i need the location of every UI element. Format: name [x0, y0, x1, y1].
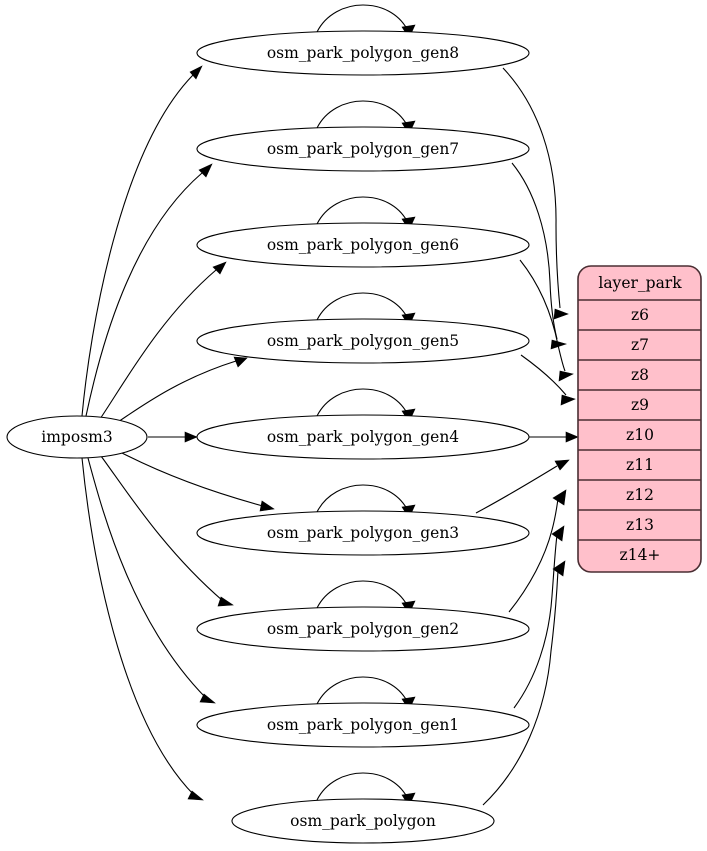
gen3-label: osm_park_polygon_gen3: [267, 524, 459, 542]
node-osm-park-polygon-gen7[interactable]: osm_park_polygon_gen7: [196, 126, 530, 172]
self-loop-gen3: [316, 484, 408, 513]
gen8-ellipse[interactable]: [196, 30, 530, 76]
node-imposm3[interactable]: imposm3: [6, 415, 148, 459]
self-loop-gen2: [316, 580, 408, 609]
table-row-z13[interactable]: z13: [626, 516, 654, 534]
edge-imposm3-to-gen0: [81, 457, 195, 796]
gen4-label: osm_park_polygon_gen4: [267, 428, 459, 446]
table-row-z10[interactable]: z10: [626, 426, 654, 444]
edge-gen2-to-z12: [508, 498, 559, 613]
self-loop-gen8: [316, 4, 408, 33]
gen4-ellipse[interactable]: [196, 414, 530, 460]
edge-gen7-to-z7: [511, 162, 558, 340]
self-loop-gen5: [316, 292, 408, 321]
edge-gen6-to-z8: [519, 259, 566, 372]
edge-gen3-to-z11: [475, 465, 558, 514]
gen3-ellipse[interactable]: [196, 510, 530, 556]
self-loop-gen7: [316, 100, 408, 129]
node-osm-park-polygon-gen2[interactable]: osm_park_polygon_gen2: [196, 606, 530, 652]
self-loop-gen0: [316, 772, 408, 801]
node-osm-park-polygon-gen5[interactable]: osm_park_polygon_gen5: [196, 318, 530, 364]
node-osm-park-polygon[interactable]: osm_park_polygon: [231, 798, 495, 844]
arrowhead-z8: [558, 370, 574, 382]
gen0-label: osm_park_polygon: [290, 812, 436, 830]
edge-imposm3-to-gen7: [85, 172, 203, 417]
node-osm-park-polygon-gen4[interactable]: osm_park_polygon_gen4: [196, 414, 530, 460]
self-loop-gen4: [316, 388, 408, 417]
edge-imposm3-to-gen3: [119, 451, 264, 507]
edge-imposm3-to-gen1: [87, 457, 207, 699]
gen7-ellipse[interactable]: [196, 126, 530, 172]
node-osm-park-polygon-gen8[interactable]: osm_park_polygon_gen8: [196, 30, 530, 76]
table-row-z9[interactable]: z9: [631, 396, 649, 414]
table-row-z8[interactable]: z8: [631, 366, 649, 384]
gen5-label: osm_park_polygon_gen5: [267, 332, 459, 350]
node-osm-park-polygon-gen3[interactable]: osm_park_polygon_gen3: [196, 510, 530, 556]
layer-park-header-label: layer_park: [598, 274, 682, 292]
edge-group-self-loops: [316, 4, 416, 807]
gen5-ellipse[interactable]: [196, 318, 530, 364]
gen8-label: osm_park_polygon_gen8: [267, 44, 459, 62]
arrowhead-gen0: [187, 790, 204, 801]
table-row-z7[interactable]: z7: [631, 336, 649, 354]
imposm3-ellipse[interactable]: [6, 415, 148, 459]
arrowhead-z14: [552, 560, 566, 577]
self-loop-gen6: [316, 196, 408, 225]
imposm3-label: imposm3: [41, 428, 112, 446]
gen1-ellipse[interactable]: [196, 702, 530, 748]
edge-gen0-to-z14: [482, 569, 559, 806]
edge-group-nodes-to-table: [475, 67, 579, 806]
table-row-z6[interactable]: z6: [631, 306, 649, 324]
gen1-label: osm_park_polygon_gen1: [267, 716, 459, 734]
edge-imposm3-to-gen2: [100, 455, 224, 602]
arrowhead-z9: [560, 394, 576, 406]
gen2-ellipse[interactable]: [196, 606, 530, 652]
arrowhead-z12: [552, 489, 567, 506]
arrowhead-gen3: [259, 500, 275, 512]
arrowhead-gen7: [198, 163, 213, 178]
arrowhead-gen5: [233, 356, 248, 368]
arrowhead-gen8: [189, 65, 203, 80]
arrowhead-gen6: [212, 261, 227, 275]
gen6-ellipse[interactable]: [196, 222, 530, 268]
edge-gen8-to-z6: [502, 67, 561, 309]
gen0-ellipse[interactable]: [231, 798, 495, 844]
table-row-z12[interactable]: z12: [626, 486, 654, 504]
arrowhead-z6: [553, 308, 569, 320]
arrowhead-z10: [565, 431, 579, 443]
arrowhead-gen2: [217, 596, 234, 607]
arrowhead-z13: [551, 525, 565, 542]
table-row-z14-plus[interactable]: z14+: [620, 546, 661, 564]
layer-park-body[interactable]: [577, 265, 702, 573]
self-loop-gen1: [316, 676, 408, 705]
edge-gen1-to-z13: [513, 534, 558, 709]
node-osm-park-polygon-gen1[interactable]: osm_park_polygon_gen1: [196, 702, 530, 748]
node-layer-park-table[interactable]: layer_park z6 z7 z8 z9 z10 z11 z12 z13 z…: [577, 265, 702, 573]
edge-imposm3-to-gen8: [81, 74, 194, 417]
edge-gen5-to-z9: [520, 354, 567, 396]
gen7-label: osm_park_polygon_gen7: [267, 140, 459, 158]
table-row-z11[interactable]: z11: [626, 456, 654, 474]
arrowhead-gen1: [199, 693, 216, 704]
edge-imposm3-to-gen6: [99, 269, 217, 420]
arrowhead-gen4: [184, 431, 198, 443]
edge-imposm3-to-gen5: [117, 360, 237, 423]
gen6-label: osm_park_polygon_gen6: [267, 236, 459, 254]
arrowhead-z11: [554, 459, 570, 471]
node-osm-park-polygon-gen6[interactable]: osm_park_polygon_gen6: [196, 222, 530, 268]
gen2-label: osm_park_polygon_gen2: [267, 620, 459, 638]
edge-group-source-to-nodes: [81, 65, 275, 801]
